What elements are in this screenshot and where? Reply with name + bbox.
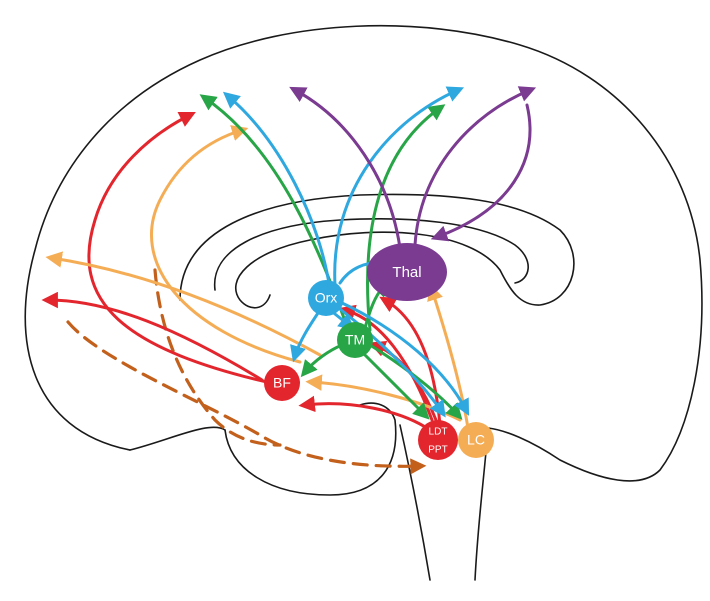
purple-arrow-thal-to-cortex-left	[289, 86, 402, 250]
red-arrow-ldt-to-orx	[338, 304, 434, 422]
brain-outline	[24, 24, 703, 581]
purple-projection-group	[289, 86, 537, 250]
blue-arrow-orx-to-ldt	[333, 303, 446, 418]
purple-arrow-thal-to-cortex-right	[413, 86, 537, 247]
ldt-label: LDT	[429, 427, 448, 438]
orx-label: Orx	[315, 290, 338, 306]
green-arrow-tm-to-lc	[368, 343, 463, 420]
node-bf: BF	[264, 365, 300, 401]
orange-projection-group	[45, 125, 470, 430]
dashed-arrow-lower	[66, 320, 427, 475]
node-orx: Orx	[308, 280, 344, 316]
thal-node-shape	[367, 243, 447, 301]
red-arrow-bf-to-frontal	[87, 112, 282, 387]
lc-node-shape	[458, 422, 494, 458]
red-arrow-bf-to-prefrontal	[41, 291, 264, 382]
blue-arrow-orx-to-cortex-left	[222, 91, 332, 292]
dashed-projection-group	[66, 268, 427, 475]
green-arrow-tm-to-ldt	[358, 348, 430, 420]
node-thal: Thal	[367, 243, 447, 301]
tm-label: TM	[345, 332, 365, 348]
node-tm: TM	[337, 322, 373, 358]
green-arrow-tm-to-cortex-right	[366, 104, 446, 332]
blue-arrow-orx-to-lc	[338, 300, 470, 416]
purple-arrow-cortex-to-thal	[430, 103, 532, 242]
orange-arrow-lc-to-prefrontal	[45, 251, 322, 357]
lc-label: LC	[467, 432, 485, 448]
thal-label: Thal	[392, 264, 421, 281]
tm-node-shape	[337, 322, 373, 358]
bf-node-shape	[264, 365, 300, 401]
red-arrow-ldt-to-bf	[298, 395, 432, 432]
orange-arrow-lc-to-frontal	[150, 125, 302, 364]
ldt-ppt-node-shape	[418, 420, 458, 460]
ppt-label: PPT	[428, 445, 447, 456]
node-ldt-ppt: LDT PPT	[418, 420, 458, 460]
cortex-outline	[24, 24, 703, 482]
bf-label: BF	[273, 375, 291, 391]
inner-ventricle-outline	[213, 218, 529, 291]
brainstem-outline	[399, 424, 431, 581]
node-lc: LC	[458, 422, 494, 458]
temporal-lobe-outline	[224, 402, 397, 496]
frontal-base-outline	[129, 426, 226, 451]
orx-node-shape	[308, 280, 344, 316]
dashed-arrow-upper	[153, 268, 282, 447]
